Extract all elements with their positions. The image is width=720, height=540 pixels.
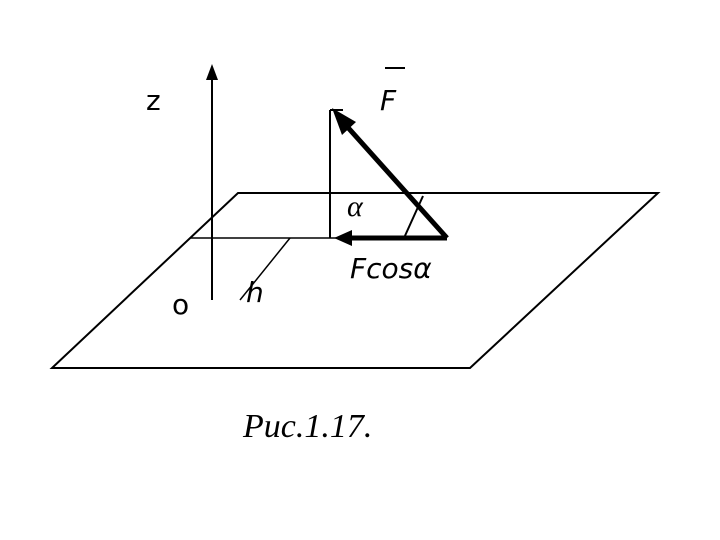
figure-caption: Рис.1.17. (242, 408, 372, 445)
force-vector-arrowhead (332, 108, 356, 135)
projection-label: Fcosα (350, 252, 432, 285)
height-slant-line (239, 237, 291, 301)
force-vector-line (341, 120, 449, 240)
z-axis-label: z (146, 84, 161, 117)
z-axis-arrowhead (206, 64, 218, 80)
height-label: h (246, 276, 264, 309)
angle-label: α (347, 190, 364, 223)
projection-vector-arrowhead (334, 230, 352, 246)
plane-parallelogram (49, 192, 661, 369)
origin-label: o (172, 288, 189, 321)
force-label: F (380, 84, 397, 117)
angle-arc-marker (403, 195, 424, 239)
